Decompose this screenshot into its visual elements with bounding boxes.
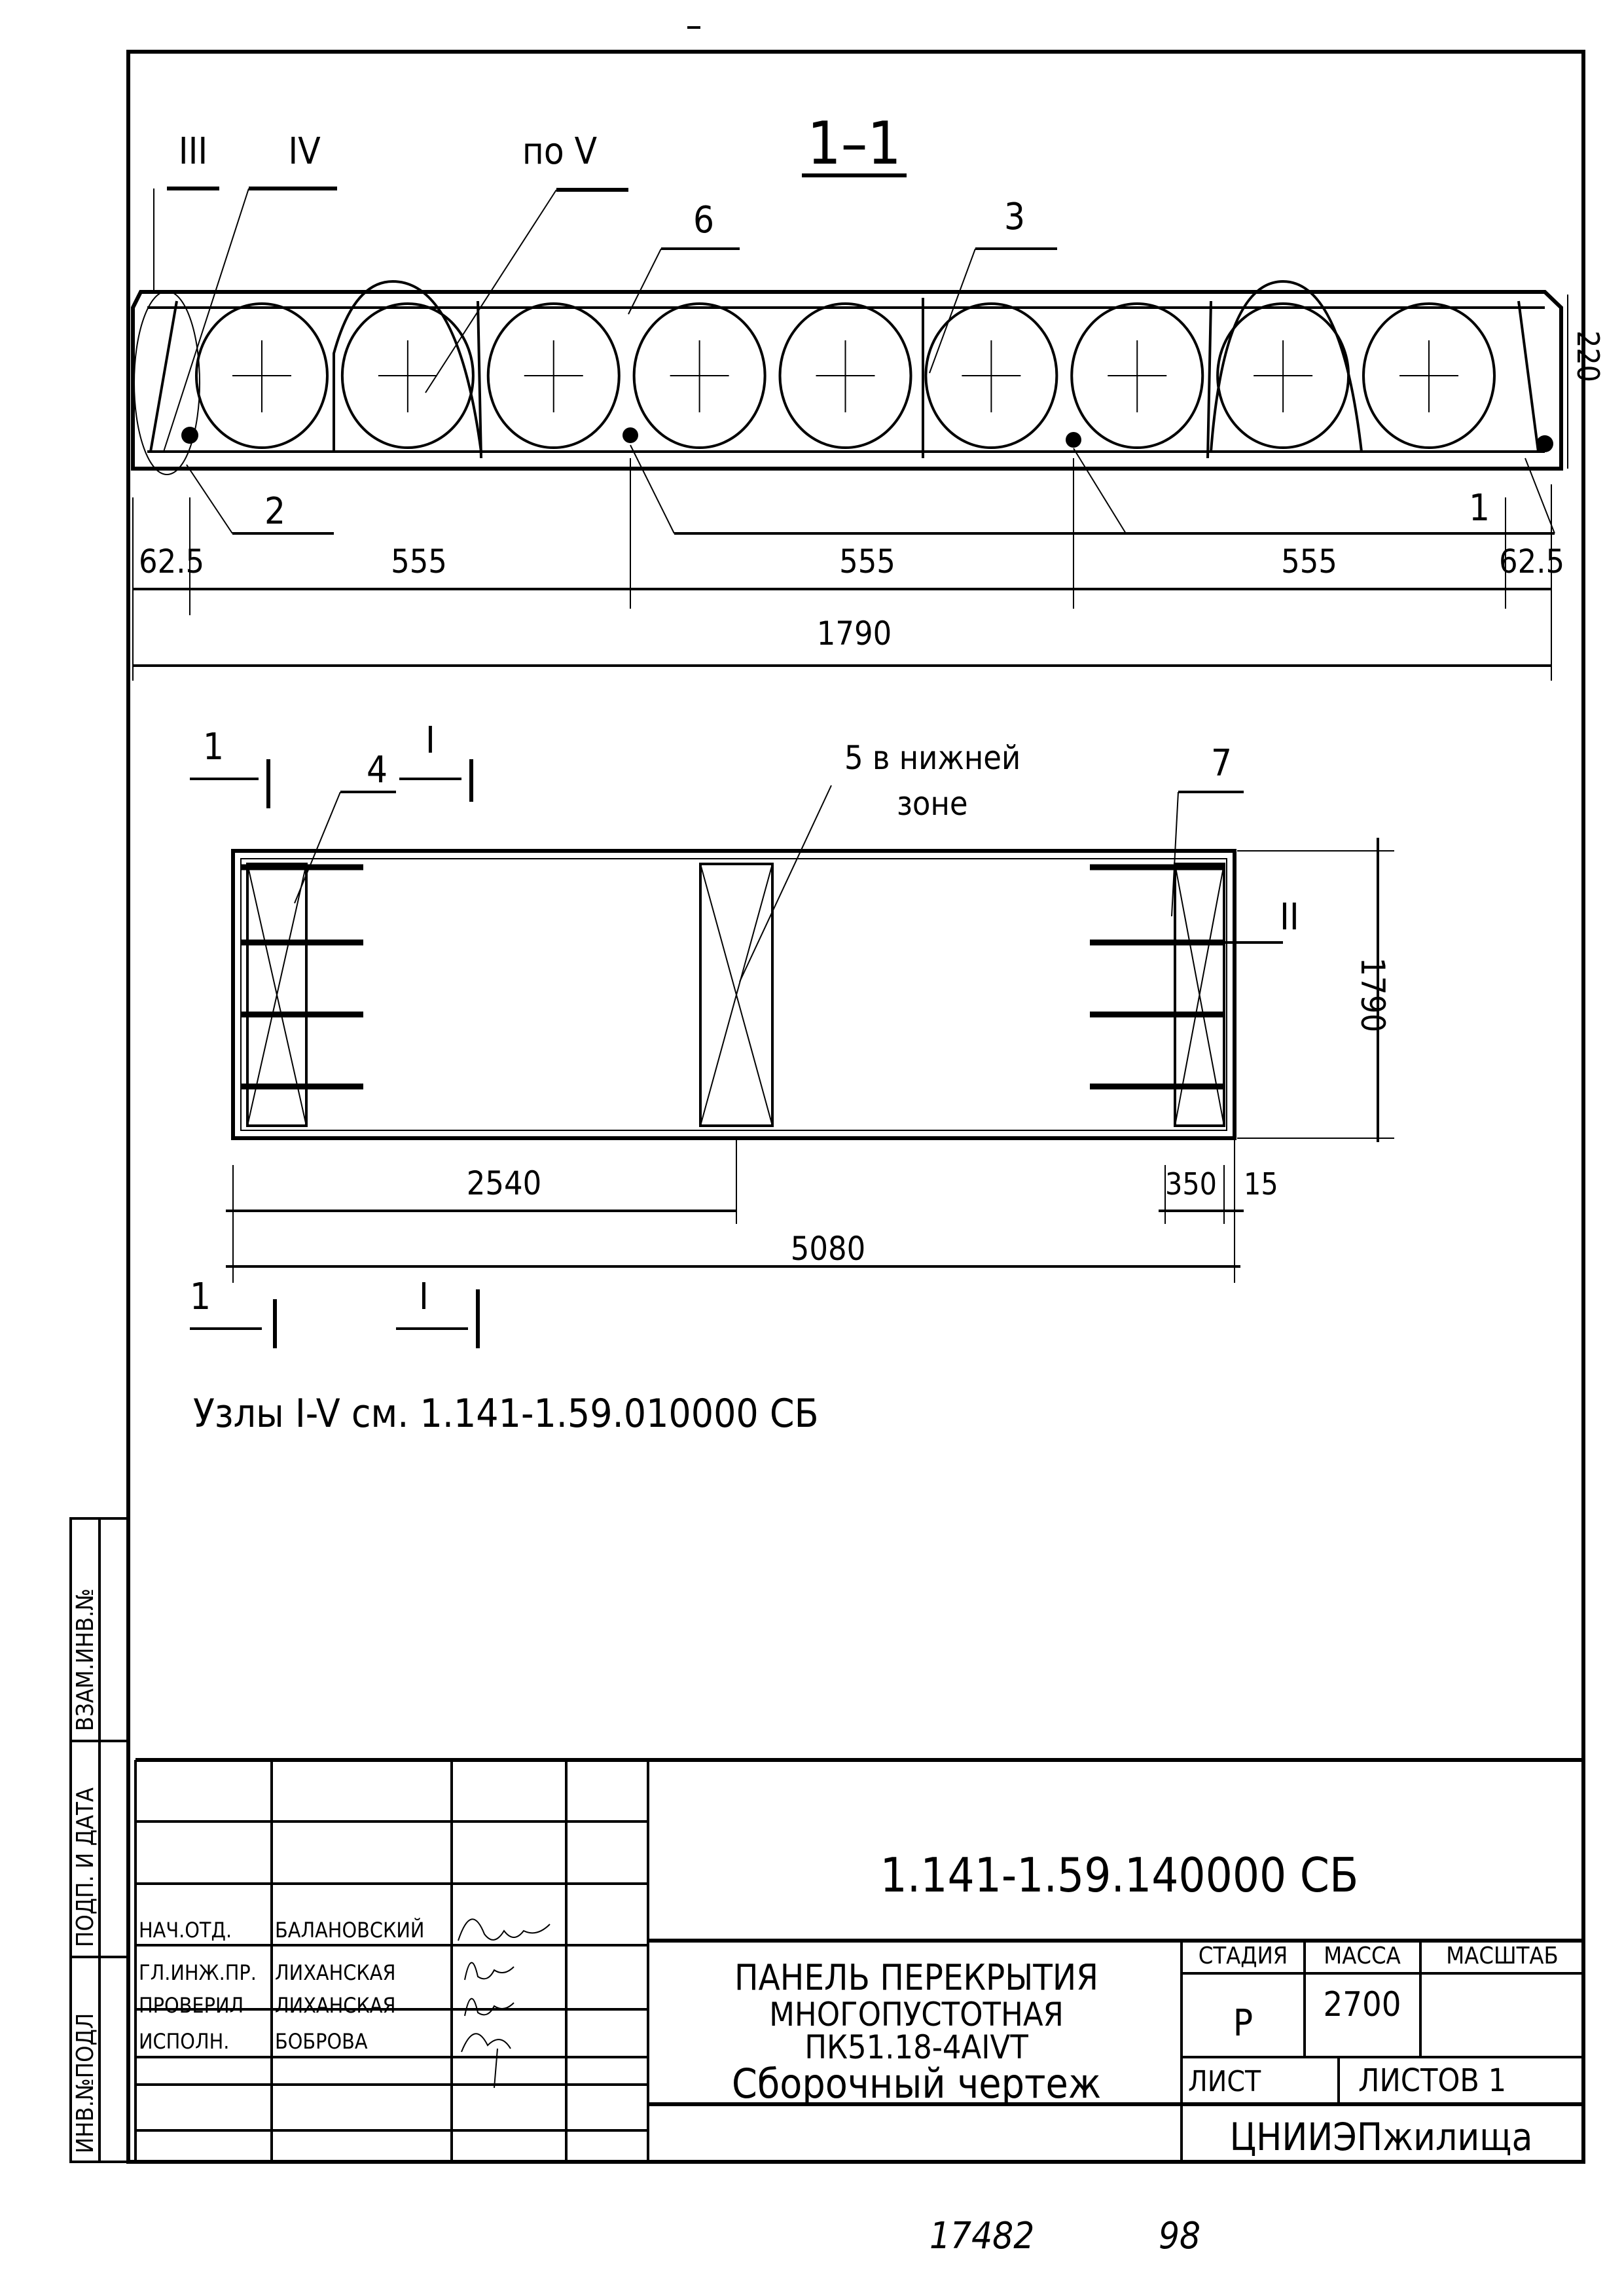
callout-iv: IV bbox=[288, 130, 321, 173]
callout-5: 5 в нижней bbox=[844, 739, 1020, 777]
dim-350: 350 bbox=[1165, 1166, 1217, 1202]
section-1-1: 1–1 III IV по V 6 3 220 2 1 62.5 555 555… bbox=[131, 109, 1606, 681]
node-II: II bbox=[1280, 896, 1299, 939]
cut-label-1-bottom: 1 bbox=[190, 1276, 211, 1318]
dim-62-5-right: 62.5 bbox=[1499, 543, 1564, 581]
callout-7: 7 bbox=[1211, 742, 1232, 785]
center-cross bbox=[524, 340, 583, 412]
role-1: НАЧ.ОТД. bbox=[139, 1918, 232, 1943]
handwritten-signatures bbox=[458, 1918, 550, 2089]
center-cross bbox=[1254, 340, 1313, 412]
callout-po-v: по V bbox=[522, 130, 598, 173]
center-cross bbox=[1108, 340, 1167, 412]
dim-555-2: 555 bbox=[839, 543, 895, 581]
organization: ЦНИИЭПжилища bbox=[1230, 2115, 1533, 2159]
plan-width-dim: 1790 bbox=[1354, 958, 1392, 1032]
name-2: ЛИХАНСКАЯ bbox=[275, 1960, 395, 1985]
footer-page: 98 bbox=[1159, 2215, 1200, 2257]
center-cross bbox=[378, 340, 437, 412]
side-strip: ИНВ.№ПОДЛ ПОДП. И ДАТА ВЗАМ.ИНВ.№ bbox=[69, 1517, 130, 2163]
hollow-core bbox=[340, 302, 475, 449]
panel-plan: 1 I 4 5 в нижней зоне 7 II 1790 2540 508… bbox=[190, 719, 1394, 1348]
cut-label-I-top: I bbox=[425, 719, 435, 762]
name-3: ЛИХАНСКАЯ bbox=[275, 1993, 395, 2018]
title-line-1: ПАНЕЛЬ ПЕРЕКРЫТИЯ bbox=[734, 1957, 1098, 1998]
hollow-core bbox=[486, 302, 621, 449]
document-code: 1.141-1.59.140000 СБ bbox=[880, 1848, 1359, 1903]
hollow-core bbox=[632, 302, 767, 449]
hollow-core bbox=[1070, 302, 1204, 449]
hollow-core bbox=[1216, 302, 1350, 449]
callout-6: 6 bbox=[693, 199, 714, 242]
role-4: ИСПОЛН. bbox=[139, 2029, 229, 2054]
hollow-core bbox=[778, 302, 912, 449]
dim-15: 15 bbox=[1244, 1166, 1278, 1202]
callout-3: 3 bbox=[1004, 196, 1025, 238]
stage-value: Р bbox=[1233, 2002, 1253, 2045]
center-cross bbox=[816, 340, 875, 412]
dim-555-1: 555 bbox=[391, 543, 447, 581]
title-line-2: МНОГОПУСТОТНАЯ bbox=[769, 1996, 1064, 2034]
strip-inv-no-podl: ИНВ.№ПОДЛ bbox=[72, 2013, 99, 2153]
center-cross bbox=[1399, 340, 1458, 412]
center-cross bbox=[232, 340, 291, 412]
sheet-label: ЛИСТ bbox=[1188, 2065, 1261, 2098]
name-4: БОБРОВА bbox=[275, 2029, 368, 2054]
mass-value: 2700 bbox=[1323, 1985, 1401, 2024]
signature-rows: НАЧ.ОТД. БАЛАНОВСКИЙ ГЛ.ИНЖ.ПР. ЛИХАНСКА… bbox=[139, 1918, 550, 2089]
dim-5080: 5080 bbox=[791, 1230, 865, 1268]
hollow-core bbox=[195, 302, 329, 449]
role-2: ГЛ.ИНЖ.ПР. bbox=[139, 1960, 257, 1985]
section-title: 1–1 bbox=[807, 109, 901, 178]
callout-1: 1 bbox=[1469, 487, 1490, 529]
callout-5-zone: зоне bbox=[897, 785, 968, 823]
height-dim: 220 bbox=[1570, 331, 1606, 382]
hollow-core bbox=[924, 302, 1058, 449]
dim-555-3: 555 bbox=[1281, 543, 1337, 581]
dim-total-1790: 1790 bbox=[817, 615, 892, 653]
title-line-3: ПК51.18-4АIVТ bbox=[804, 2028, 1028, 2066]
mass-header: МАССА bbox=[1324, 1943, 1401, 1969]
callout-iii: III bbox=[179, 130, 208, 173]
dim-2540: 2540 bbox=[467, 1164, 541, 1202]
center-cross bbox=[962, 340, 1021, 412]
strip-vzam-inv-no: ВЗАМ.ИНВ.№ bbox=[72, 1588, 99, 1731]
name-1: БАЛАНОВСКИЙ bbox=[275, 1918, 424, 1943]
center-cross bbox=[670, 340, 729, 412]
nodes-reference-note: Узлы I-V см. 1.141-1.59.010000 СБ bbox=[193, 1391, 819, 1437]
drawing-frame bbox=[126, 50, 1585, 2164]
callout-4: 4 bbox=[367, 749, 388, 791]
title-block: 1.141-1.59.140000 СБ ПАНЕЛЬ ПЕРЕКРЫТИЯ М… bbox=[134, 1758, 1583, 2162]
footer-number: 17482 bbox=[929, 2215, 1034, 2257]
cut-label-I-bottom: I bbox=[419, 1276, 429, 1318]
dim-62-5-left: 62.5 bbox=[139, 543, 204, 581]
sheets-count: ЛИСТОВ 1 bbox=[1358, 2062, 1506, 2099]
strip-podp-i-data: ПОДП. И ДАТА bbox=[72, 1787, 99, 1947]
hollow-core bbox=[1362, 302, 1496, 449]
cut-label-1-top: 1 bbox=[203, 726, 224, 768]
scale-header: МАСШТАБ bbox=[1446, 1943, 1559, 1969]
callout-2: 2 bbox=[264, 490, 285, 533]
title-line-4: Сборочный чертеж bbox=[732, 2060, 1101, 2108]
stage-header: СТАДИЯ bbox=[1199, 1943, 1288, 1969]
hollow-cores bbox=[195, 302, 1496, 449]
role-3: ПРОВЕРИЛ bbox=[139, 1993, 244, 2018]
